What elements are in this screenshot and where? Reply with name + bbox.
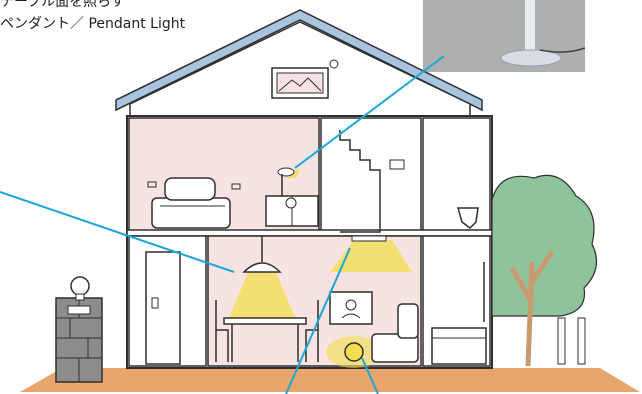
sofa	[371, 303, 419, 363]
shower	[431, 262, 487, 365]
ceiling-light-icon	[351, 235, 387, 242]
stairs	[339, 130, 381, 233]
product-photo	[423, 0, 586, 72]
living-picture	[329, 291, 373, 325]
roof	[115, 9, 483, 119]
desk	[265, 195, 319, 227]
toilet	[457, 207, 479, 229]
desk-lamp-icon	[277, 167, 300, 196]
leader-line-photo	[294, 55, 445, 169]
bed	[151, 177, 231, 229]
ceiling-light-beam	[330, 240, 412, 272]
upper-stairs-room	[320, 117, 422, 233]
upper-toilet-room	[422, 117, 491, 233]
garden-light	[557, 317, 566, 365]
garden-light	[577, 317, 586, 365]
gate-pillar	[55, 276, 103, 383]
leader-line-globe	[361, 357, 379, 394]
dining-set	[215, 300, 319, 362]
leader-lines	[0, 55, 445, 394]
pendant-lamp-icon	[242, 236, 282, 273]
caption-line-1: テーブル面を照らす	[0, 0, 125, 10]
ground	[20, 368, 640, 392]
globe-lamp-icon	[344, 342, 364, 362]
leader-line-ceiling	[285, 247, 351, 394]
pendant-light-beam	[228, 272, 296, 320]
caption-line-2: ペンダント／ Pendant Light	[0, 16, 186, 32]
floor-slab	[126, 229, 493, 237]
leader-line-pendant	[0, 191, 235, 273]
tree	[491, 174, 598, 367]
front-door	[145, 251, 181, 365]
